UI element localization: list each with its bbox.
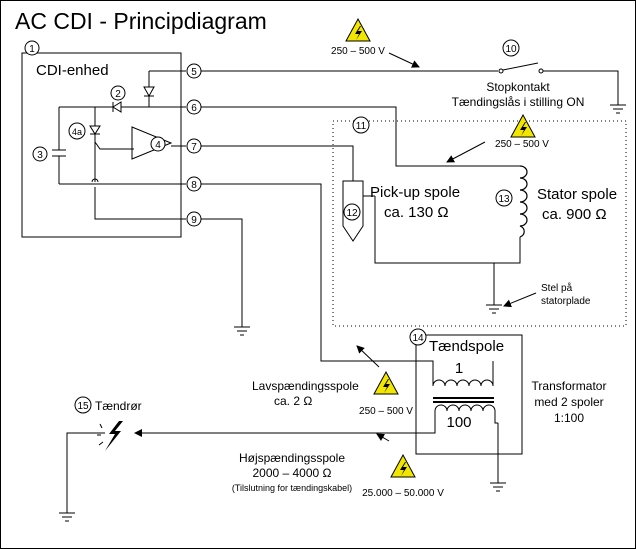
marker-4a-label: 4a — [72, 127, 82, 137]
pin-6-label: 6 — [191, 103, 197, 114]
marker-12-label: 12 — [346, 208, 358, 219]
low-coil-label-2: ca. 2 Ω — [274, 394, 312, 408]
voltage-top: 250 – 500 V — [331, 46, 385, 57]
marker-4 — [150, 136, 166, 152]
marker-13 — [495, 189, 513, 207]
marker-13-label: 13 — [498, 194, 510, 205]
marker-15-label: 15 — [77, 401, 89, 412]
pin-7-label: 7 — [191, 142, 197, 153]
marker-14-label: 14 — [412, 333, 424, 344]
stator-plate-region — [332, 120, 627, 327]
pin-8-label: 8 — [191, 180, 197, 191]
hazard-icon — [345, 18, 371, 42]
low-coil-label-1: Lavspændingsspole — [252, 379, 359, 393]
voltage-low: 250 – 500 V — [359, 406, 413, 417]
external-wiring — [66, 62, 619, 513]
stator-label-2: ca. 900 Ω — [542, 206, 607, 223]
marker-2 — [110, 85, 126, 101]
marker-1 — [24, 40, 40, 56]
marker-15 — [74, 396, 92, 414]
marker-14 — [409, 328, 427, 346]
stator-coil — [519, 165, 528, 238]
marker-4a — [68, 122, 86, 140]
ignition-coil-box — [415, 334, 523, 455]
marker-10 — [502, 39, 520, 57]
stop-switch-label-1: Stopkontakt — [486, 80, 550, 94]
ground-symbols — [59, 104, 626, 522]
pickup-label-1: Pick-up spole — [370, 184, 460, 201]
hazard-icon — [390, 454, 416, 478]
ignition-coil-title: Tændspole — [429, 338, 504, 355]
marker-11-label: 11 — [356, 121, 367, 132]
hazard-icon — [510, 114, 536, 138]
page-title: AC CDI - Principdiagram — [15, 8, 267, 34]
high-coil-label-1: Højspændingsspole — [239, 451, 345, 465]
marker-1-label: 1 — [29, 44, 35, 55]
marker-3 — [32, 146, 48, 162]
marker-4-label: 4 — [155, 140, 161, 151]
voltage-high: 25.000 – 50.000 V — [362, 488, 444, 499]
pin-5-label: 5 — [191, 67, 197, 78]
pickup-label-2: ca. 130 Ω — [384, 204, 449, 221]
cdi-pins: 5 6 7 8 9 — [186, 63, 202, 227]
transformer-label-3: 1:100 — [554, 411, 584, 425]
cdi-unit-box — [21, 52, 182, 238]
marker-2-label: 2 — [115, 89, 121, 100]
marker-3-label: 3 — [37, 150, 43, 161]
transformer-label-2: med 2 spoler — [534, 395, 603, 409]
transformer-label-1: Transformator — [532, 379, 607, 393]
ground-label-1: Stel på — [541, 282, 573, 294]
stop-switch-label-2: Tændingslås i stilling ON — [452, 95, 585, 109]
arrow-ground — [503, 292, 537, 308]
pin-9-label: 9 — [191, 215, 197, 226]
primary-turns: 1 — [455, 360, 463, 377]
stator-label-1: Stator spole — [537, 186, 617, 203]
secondary-turns: 100 — [446, 414, 471, 431]
ground-label-2: statorplade — [541, 296, 591, 307]
hazard-icon — [373, 371, 399, 395]
spark-icon — [97, 421, 123, 451]
marker-10-label: 10 — [505, 44, 517, 55]
marker-12 — [343, 203, 361, 221]
cdi-internal-wiring — [52, 70, 186, 220]
spark-plug-label: Tændrør — [95, 399, 142, 413]
transformer-windings — [416, 360, 498, 434]
voltage-stator: 250 – 500 V — [495, 139, 549, 150]
arrow-stator — [446, 141, 486, 163]
arrow-top — [388, 52, 420, 68]
cdi-unit-label: CDI-enhed — [36, 62, 109, 79]
high-coil-label-2: 2000 – 4000 Ω — [252, 466, 331, 480]
arrow-low — [356, 345, 380, 368]
arrow-high — [376, 433, 390, 442]
high-coil-label-3: (Tilslutning for tændingskabel) — [232, 483, 352, 493]
marker-11 — [352, 116, 370, 134]
